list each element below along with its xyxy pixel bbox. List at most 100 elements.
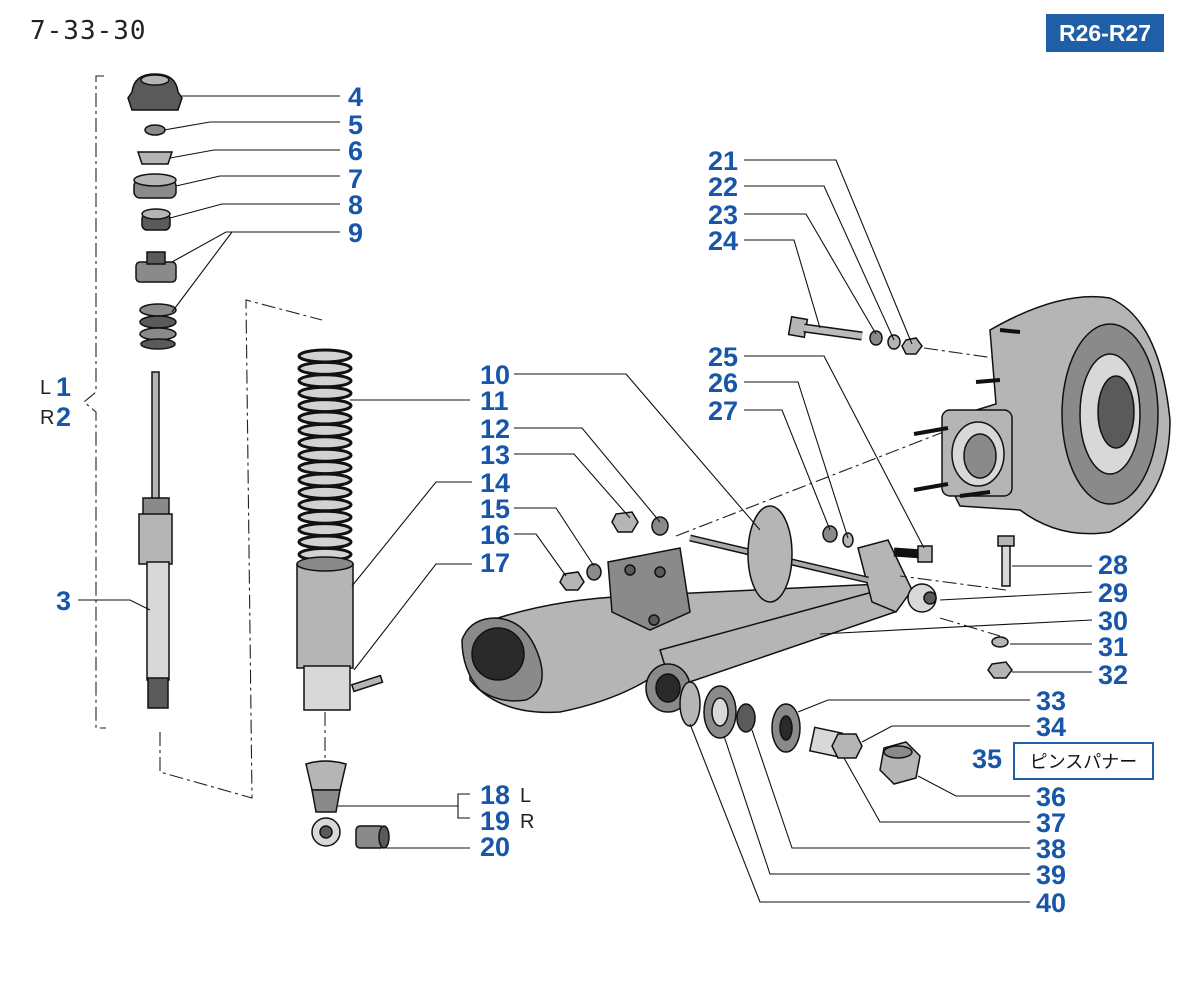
- callout-6: 6: [348, 136, 363, 166]
- callout-5: 5: [348, 110, 363, 140]
- page-code: 7-33-30: [30, 16, 147, 46]
- spring-coil: [297, 385, 353, 401]
- final-drive-housing: [913, 295, 1171, 535]
- spring-coil: [297, 422, 353, 438]
- spring-coil: [297, 435, 353, 451]
- assembly-bracket: [83, 75, 106, 729]
- pin-28: [997, 535, 1015, 587]
- washer-12: [651, 516, 669, 536]
- model-badge: R26-R27: [1046, 14, 1164, 52]
- nut-32: [987, 661, 1013, 679]
- callout-21: 21: [708, 146, 738, 176]
- callout-38: 38: [1036, 834, 1066, 864]
- strut-cup-washer: [136, 151, 174, 165]
- strut-bushing-collar: [135, 251, 177, 283]
- callout-40: 40: [1036, 888, 1066, 918]
- callout-side-18: L: [520, 785, 531, 807]
- washer-15: [586, 563, 602, 581]
- strut-rubber-mid: [141, 208, 171, 231]
- callout-1: 1: [56, 372, 71, 402]
- callout-30: 30: [1098, 606, 1128, 636]
- callout-9: 9: [348, 218, 363, 248]
- spring-coil: [297, 522, 353, 538]
- callout-side-2: R: [40, 407, 54, 429]
- nut-13: [611, 511, 639, 533]
- shock-absorber: [138, 371, 173, 709]
- spring-coil: [297, 484, 353, 500]
- callout-33: 33: [1036, 686, 1066, 716]
- callout-28: 28: [1098, 550, 1128, 580]
- cap-nut-36: [879, 741, 921, 785]
- callout-16: 16: [480, 520, 510, 550]
- spring-coil: [297, 398, 353, 414]
- adjuster-pin-37: [808, 726, 863, 759]
- pin-28-dash-line: [899, 575, 1007, 591]
- callout-13: 13: [480, 440, 510, 470]
- spring-coil: [297, 460, 353, 476]
- bearing-39: [703, 685, 737, 739]
- callout-25: 25: [708, 342, 738, 372]
- pivot-dash-line: [675, 409, 1001, 537]
- callout-3: 3: [56, 586, 71, 616]
- callout-side-1: L: [40, 377, 51, 399]
- coil-spring: [297, 348, 353, 562]
- shock-centerline: [159, 299, 323, 799]
- callout-27: 27: [708, 396, 738, 426]
- spring-coil: [297, 410, 353, 426]
- callout-32: 32: [1098, 660, 1128, 690]
- spring-coil: [297, 472, 353, 488]
- lower-mount-eye: [305, 760, 347, 847]
- callout-23: 23: [708, 200, 738, 230]
- spring-coil: [297, 373, 353, 389]
- callout-29: 29: [1098, 578, 1128, 608]
- washer-23: [869, 330, 883, 346]
- callout-15: 15: [480, 494, 510, 524]
- eye-bushing-20: [355, 825, 390, 849]
- callout-2: 2: [56, 402, 71, 432]
- callout-11: 11: [480, 386, 509, 416]
- spring-cover-top: [296, 556, 354, 572]
- callout-22: 22: [708, 172, 738, 202]
- leader-lines: [78, 95, 1093, 903]
- swing-arm: [461, 539, 937, 714]
- axle-dash-line: [939, 617, 1001, 637]
- tool-pin-spanner-label: ピンスパナー: [1013, 742, 1154, 780]
- callout-numbers: L 1 R 2 3 4 5 6 7 8 9 10 11 12 13 14 15 …: [40, 82, 1128, 918]
- spring-cover-tube: [296, 563, 354, 669]
- callout-26: 26: [708, 368, 738, 398]
- spring-coil: [297, 534, 353, 550]
- spring-coil: [297, 447, 353, 463]
- spring-coil: [297, 360, 353, 376]
- callout-18: 18: [480, 780, 510, 810]
- washer-31: [991, 636, 1009, 648]
- strut-rubber-upper: [133, 173, 177, 199]
- strut-top-cap: [127, 73, 183, 111]
- strut-nut: [144, 124, 166, 136]
- callout-14: 14: [480, 468, 510, 498]
- callout-36: 36: [1036, 782, 1066, 812]
- spring-lower-tube: [303, 665, 351, 711]
- callout-34: 34: [1036, 712, 1066, 742]
- seal-40: [679, 681, 701, 727]
- callout-37: 37: [1036, 808, 1066, 838]
- callout-7: 7: [348, 164, 363, 194]
- callout-8: 8: [348, 190, 363, 220]
- bolt-24-dash-line: [923, 347, 995, 359]
- callout-19: 19: [480, 806, 510, 836]
- spring-coil: [297, 509, 353, 525]
- strut-buffer-stack: [139, 303, 177, 350]
- callout-4: 4: [348, 82, 363, 112]
- bearing-33: [771, 703, 801, 753]
- washer-26: [842, 532, 854, 548]
- spacer-38: [736, 703, 756, 733]
- spring-coil: [297, 497, 353, 513]
- pivot-disc-10: [747, 505, 793, 603]
- nut-16: [559, 571, 585, 591]
- callout-24: 24: [708, 226, 738, 256]
- small-pin-17: [350, 674, 384, 693]
- callout-12: 12: [480, 414, 510, 444]
- washer-22: [887, 334, 901, 350]
- callout-side-19: R: [520, 811, 534, 833]
- callout-39: 39: [1036, 860, 1066, 890]
